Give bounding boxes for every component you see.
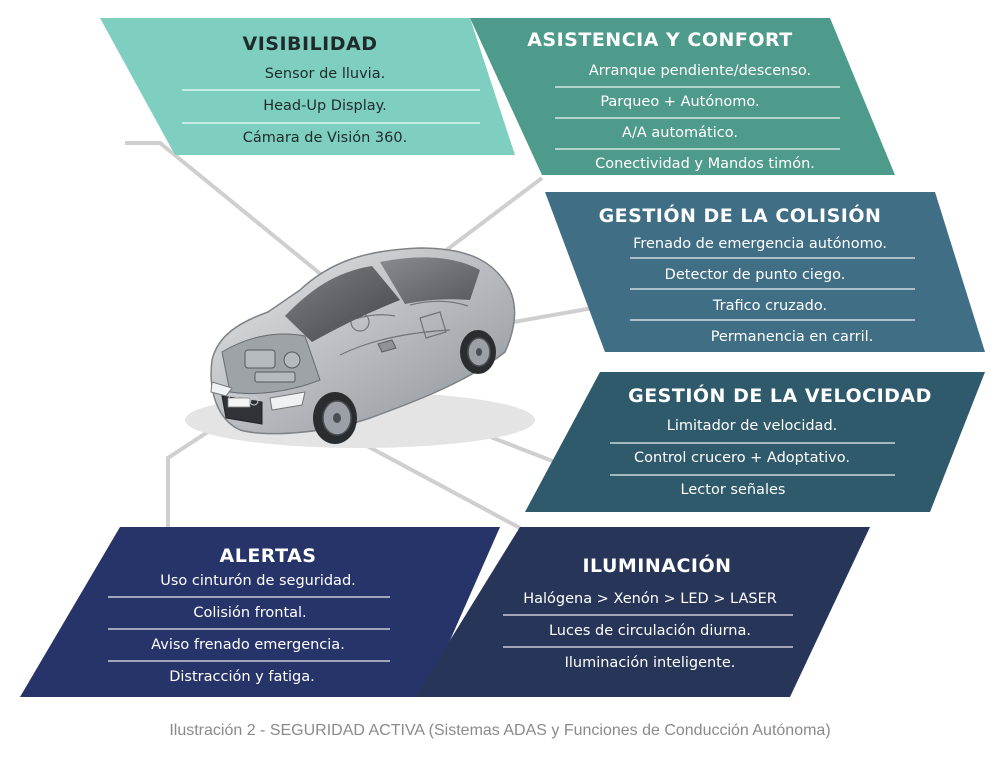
panel-velocidad-background (525, 372, 985, 512)
panel-iluminacion-title: ILUMINACIÓN (582, 553, 731, 577)
panel-colision-background (545, 192, 985, 352)
panel-alertas-background (20, 527, 500, 697)
panel-colision-title: GESTIÓN DE LA COLISIÓN (599, 203, 882, 227)
panel-velocidad: GESTIÓN DE LA VELOCIDAD Limitador de velo… (525, 372, 985, 512)
panel-asistencia-item: Arranque pendiente/descenso. (589, 63, 811, 79)
panel-asistencia-item: Parqueo + Autónomo. (600, 94, 759, 110)
panel-iluminacion-item: Luces de circulación diurna. (549, 623, 751, 639)
panel-alertas-item: Colisión frontal. (193, 605, 306, 621)
feature-panels: VISIBILIDAD Sensor de lluvia. Head-Up Disp… (20, 18, 985, 697)
panel-asistencia-title: ASISTENCIA Y CONFORT (527, 29, 793, 51)
panel-asistencia-background (470, 18, 895, 175)
panel-velocidad-item: Limitador de velocidad. (667, 418, 838, 434)
car-wheel-rear (460, 330, 496, 374)
panel-iluminacion-background (415, 527, 870, 697)
panel-asistencia-item: Conectividad y Mandos timón. (595, 156, 815, 172)
car-windshield (285, 266, 400, 342)
car-wheel-front (313, 392, 357, 444)
panel-colision-item: Detector de punto ciego. (665, 267, 846, 283)
panel-visibilidad-title: VISIBILIDAD (242, 33, 377, 55)
panel-visibilidad-item: Cámara de Visión 360. (243, 130, 407, 146)
panel-visibilidad-item: Sensor de lluvia. (265, 66, 385, 82)
car-side-mirror (377, 339, 397, 353)
panel-visibilidad: VISIBILIDAD Sensor de lluvia. Head-Up Disp… (100, 18, 515, 155)
panel-visibilidad-item: Head-Up Display. (263, 98, 387, 114)
panel-alertas: ALERTAS Uso cinturón de seguridad. Colisió… (20, 527, 500, 697)
car-illustration (185, 247, 535, 448)
panel-visibilidad-background (100, 18, 515, 155)
panel-colision: GESTIÓN DE LA COLISIÓN Frenado de emergen… (545, 192, 985, 352)
panel-colision-item: Trafico cruzado. (712, 298, 827, 314)
panel-asistencia: ASISTENCIA Y CONFORT Arranque pendiente/d… (470, 18, 895, 175)
panel-alertas-item: Distracción y fatiga. (169, 669, 315, 685)
panel-alertas-title: ALERTAS (220, 545, 317, 567)
car-interior (329, 300, 469, 356)
panel-velocidad-item: Lector señales (681, 482, 786, 498)
panel-iluminacion: ILUMINACIÓN Halógena > Xenón > LED > LASE… (415, 527, 870, 697)
panel-alertas-item: Uso cinturón de seguridad. (160, 573, 356, 589)
panel-colision-item: Frenado de emergencia autónomo. (633, 236, 887, 252)
engine-details (244, 349, 301, 383)
car-side-windows (380, 257, 480, 304)
panel-asistencia-item: A/A automático. (622, 125, 738, 141)
car-headlight-left (210, 381, 233, 397)
figure-caption: Ilustración 2 - SEGURIDAD ACTIVA (Sistem… (169, 722, 831, 739)
car-headlight-right (269, 391, 306, 411)
car-license-plate (227, 397, 251, 408)
panel-velocidad-title: GESTIÓN DE LA VELOCIDAD (628, 383, 932, 407)
panel-colision-item: Permanencia en carril. (711, 329, 874, 345)
panel-iluminacion-item: Halógena > Xenón > LED > LASER (523, 591, 777, 607)
panel-iluminacion-item: Iluminación inteligente. (565, 655, 736, 671)
leader-line-visibilidad (125, 141, 352, 300)
panel-alertas-item: Aviso frenado emergencia. (151, 637, 345, 653)
leader-lines (125, 141, 611, 530)
panel-velocidad-item: Control crucero + Adoptativo. (634, 450, 850, 466)
